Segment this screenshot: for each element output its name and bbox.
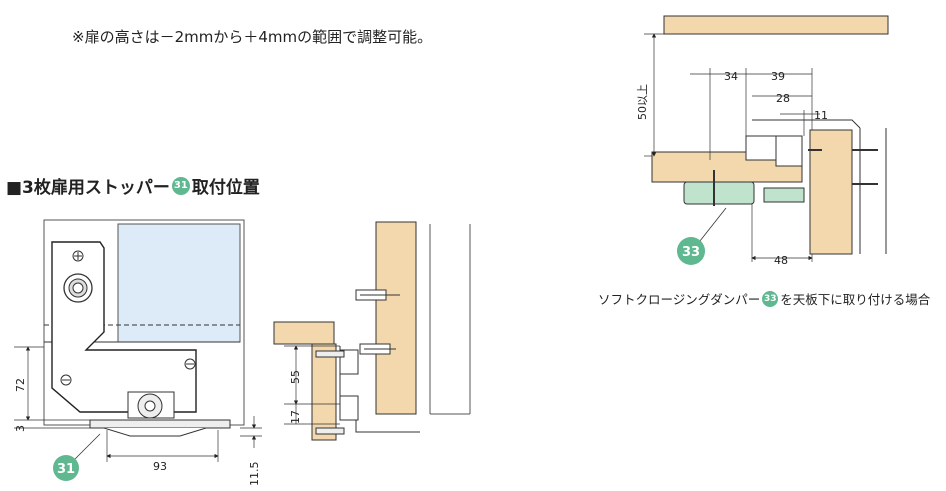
adjustment-note: ※扉の高さは－2mmから＋4mmの範囲で調整可能。 bbox=[72, 28, 433, 46]
ceiling-board bbox=[663, 15, 889, 35]
dim-50-min: 50以上 bbox=[636, 84, 649, 120]
damper-body bbox=[683, 181, 755, 205]
dim-17: 17 bbox=[289, 410, 302, 424]
adjuster-icon bbox=[63, 273, 93, 303]
heading-prefix: ■3枚扉用ストッパー bbox=[6, 178, 170, 198]
callout-33-label: 33 bbox=[682, 245, 700, 260]
dim-39: 39 bbox=[771, 70, 785, 83]
shelf-board bbox=[273, 321, 335, 345]
caption-suffix: を天板下に取り付ける場合 bbox=[780, 292, 931, 307]
dim-11-5: 11.5 bbox=[248, 462, 261, 487]
dim-48: 48 bbox=[774, 254, 788, 267]
stopper-front-view bbox=[14, 219, 262, 467]
callout-31 bbox=[53, 455, 79, 481]
door-panel bbox=[809, 129, 853, 255]
damper-install-section bbox=[644, 15, 889, 262]
screw-icon bbox=[60, 374, 72, 386]
damper-caption: ソフトクロージングダンパー 33 を天板下に取り付ける場合 bbox=[598, 289, 930, 308]
screw-icon bbox=[315, 427, 345, 435]
dim-34: 34 bbox=[724, 70, 738, 83]
dim-55: 55 bbox=[289, 370, 302, 384]
section-heading: ■3枚扉用ストッパー 31 取付位置 bbox=[6, 173, 260, 198]
stopper-side-section bbox=[273, 221, 471, 441]
part-number-badge: 31 bbox=[171, 176, 190, 195]
dim-72: 72 bbox=[14, 378, 27, 392]
screw-icon bbox=[359, 343, 396, 355]
rail bbox=[89, 419, 231, 429]
callout-31-label: 31 bbox=[57, 462, 75, 477]
glass-panel bbox=[117, 223, 241, 343]
screw-icon bbox=[355, 289, 400, 301]
caption-badge: 33 bbox=[762, 290, 779, 307]
dim-93: 93 bbox=[153, 460, 167, 473]
screw-icon bbox=[72, 250, 84, 262]
heading-suffix: 取付位置 bbox=[191, 178, 260, 198]
caption-prefix: ソフトクロージングダンパー bbox=[598, 292, 761, 307]
callout-33 bbox=[677, 237, 705, 265]
dim-3: 3 bbox=[14, 425, 27, 432]
roller-icon bbox=[127, 391, 175, 419]
screw-icon bbox=[184, 358, 196, 370]
dim-28: 28 bbox=[776, 92, 790, 105]
door-panel bbox=[375, 221, 417, 415]
dim-11: 11 bbox=[814, 109, 828, 122]
screw-icon bbox=[315, 350, 345, 358]
cabinet-side bbox=[311, 343, 337, 441]
